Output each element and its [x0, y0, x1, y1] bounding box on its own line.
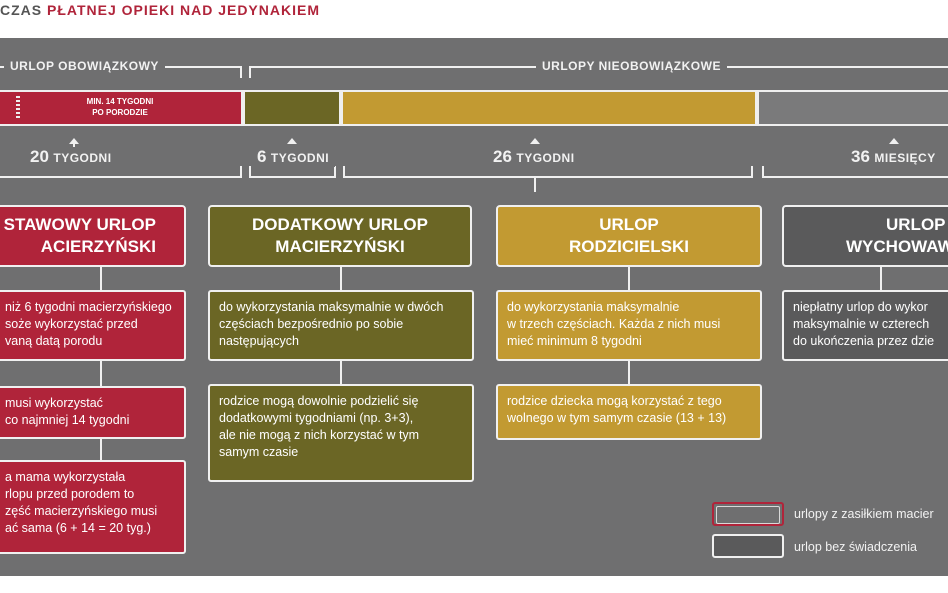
duration4-start: [762, 166, 764, 178]
connector-gold-2: [628, 360, 630, 386]
card-parental: URLOP RODZICIELSKI: [496, 205, 762, 267]
info-box-red-1: niż 6 tygodni macierzyńskiego soże wykor…: [0, 290, 186, 361]
duration-2: 6 TYGODNI: [251, 147, 336, 167]
duration-1-num: 20: [30, 147, 49, 166]
connector-red-1: [100, 266, 102, 292]
duration4-line: [762, 176, 948, 178]
card-parental-line2: RODZICIELSKI: [569, 237, 689, 256]
duration1-end: [240, 166, 242, 178]
page-title: czas płatnej opieki nad jedynakiem: [0, 2, 320, 18]
bar-segment-parental: [341, 90, 757, 126]
legend-swatch-unpaid: [712, 534, 784, 558]
duration-2-unit: TYGODNI: [270, 151, 330, 165]
duration-4: 36 MIESIĘCY: [845, 147, 942, 167]
legend-swatch-paid: [712, 502, 784, 526]
bar-label-line2: PO PORODZIE: [92, 108, 148, 117]
mandatory-bracket-end: [240, 66, 242, 78]
card-parental-line1: URLOP: [599, 215, 659, 234]
duration-1: 20 TYGODNI: [24, 147, 118, 167]
duration-4-num: 36: [851, 147, 870, 166]
card-basic-maternity: STAWOWY URLOP ACIERZYŃSKI: [0, 205, 186, 267]
info-box-red-3: a mama wykorzystała rlopu przed porodem …: [0, 460, 186, 554]
duration-3-num: 26: [493, 147, 512, 166]
card-additional-line1: DODATKOWY URLOP: [252, 215, 428, 234]
duration-1-unit: TYGODNI: [53, 151, 112, 165]
bar-segment-additional: [243, 90, 341, 126]
connector-olive-2: [340, 360, 342, 386]
card-childcare-line2: WYCHOWAW: [846, 237, 948, 256]
duration2-line: [249, 176, 336, 178]
card-basic-line2: ACIERZYŃSKI: [40, 237, 156, 256]
duration-3: 26 TYGODNI: [487, 147, 581, 167]
info-box-olive-1: do wykorzystania maksymalnie w dwóch czę…: [208, 290, 474, 361]
card-childcare-line1: URLOP: [886, 215, 946, 234]
title-part2: płatnej opieki nad jedynakiem: [47, 2, 320, 18]
duration2-end: [334, 166, 336, 178]
duration3-stem: [534, 178, 536, 192]
bar-stripe: [16, 96, 20, 120]
info-box-red-2: musi wykorzystać co najmniej 14 tygodni: [0, 386, 186, 439]
bar-segment-mandatory: [0, 90, 243, 126]
duration3-start: [343, 166, 345, 178]
duration1-line: [0, 176, 241, 178]
header-mandatory: URLOP OBOWIĄZKOWY: [4, 59, 165, 73]
duration3-end: [751, 166, 753, 178]
duration2-marker: [287, 138, 297, 144]
header-optional: URLOPY NIEOBOWIĄZKOWE: [536, 59, 727, 73]
legend-label-unpaid: urlop bez świadczenia: [794, 540, 917, 554]
connector-grey-1: [880, 266, 882, 292]
bar-label: MIN. 14 TYGODNI PO PORODZIE: [40, 96, 200, 118]
connector-red-3: [100, 438, 102, 462]
duration4-marker: [889, 138, 899, 144]
duration-3-unit: TYGODNI: [516, 151, 575, 165]
duration-4-unit: MIESIĘCY: [874, 151, 936, 165]
duration2-start: [249, 166, 251, 178]
card-basic-line1: STAWOWY URLOP: [3, 215, 156, 234]
duration3-marker: [530, 138, 540, 144]
bar-label-line1: MIN. 14 TYGODNI: [86, 97, 154, 106]
info-box-olive-2: rodzice mogą dowolnie podzielić się doda…: [208, 384, 474, 482]
legend-swatch-paid-inner: [716, 506, 780, 524]
card-additional-maternity: DODATKOWY URLOP MACIERZYŃSKI: [208, 205, 472, 267]
info-box-gold-1: do wykorzystania maksymalnie w trzech cz…: [496, 290, 762, 361]
connector-olive-1: [340, 266, 342, 292]
connector-gold-1: [628, 266, 630, 292]
connector-red-2: [100, 360, 102, 388]
info-box-grey-1: niepłatny urlop do wykor maksymalnie w c…: [782, 290, 948, 361]
duration-2-num: 6: [257, 147, 267, 166]
legend-label-paid: urlopy z zasiłkiem macier: [794, 507, 934, 521]
optional-bracket-start: [249, 66, 251, 78]
duration1-marker: [69, 138, 79, 144]
title-part1: czas: [0, 2, 47, 18]
card-additional-line2: MACIERZYŃSKI: [275, 237, 405, 256]
card-childcare: URLOP WYCHOWAW: [782, 205, 948, 267]
duration3-line: [343, 176, 753, 178]
bar-segment-childcare: [757, 90, 948, 126]
info-box-gold-2: rodzice dziecka mogą korzystać z tego wo…: [496, 384, 762, 440]
